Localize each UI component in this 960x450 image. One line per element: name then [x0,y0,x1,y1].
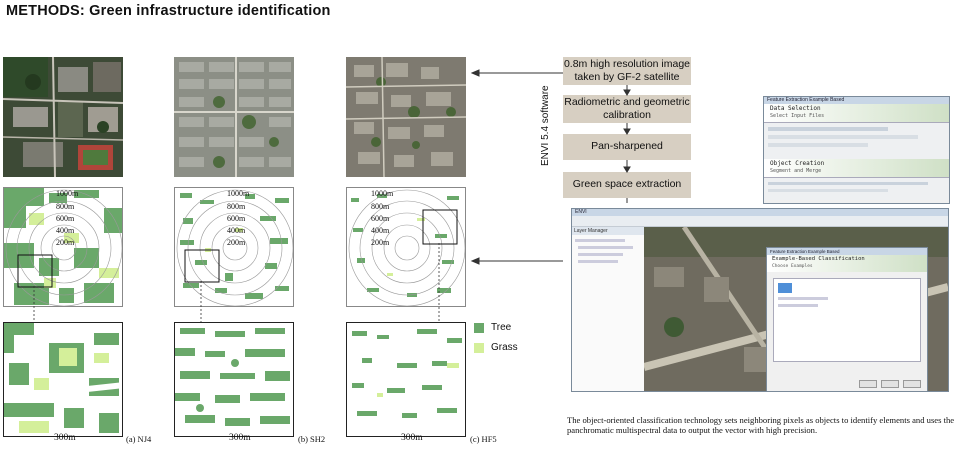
data-selection-title: Data Selection [770,105,821,112]
dialog-buttons [859,380,921,388]
zoom-view-hf5 [346,322,466,437]
data-selection-header: Data Selection Select Input Files [764,104,949,122]
city-caption-nj4: (a) NJ4 [126,434,152,444]
classification-title: Example-Based Classification [772,256,865,262]
classification-map-hf5: 1000m 800m 600m 400m 200m [346,187,466,307]
object-creation-header: Object Creation Segment and Merge [764,159,949,177]
classification-map-nj4: 1000m 800m 600m 400m 200m [3,187,123,307]
layer-manager-title: Layer Manager [572,227,644,235]
method-caption: The object-oriented classification techn… [567,415,955,435]
ring-label-1000m: 1000m [371,189,394,198]
legend-swatch-tree [474,323,484,333]
classification-dialog: Feature Extraction Example Based Example… [766,247,928,391]
ring-label-400m: 400m [371,226,390,235]
ring-label-1000m: 1000m [227,189,250,198]
ring-label-200m: 200m [227,238,246,247]
choose-examples-subtitle: Choose Examples [772,264,813,269]
classification-header: Example-Based Classification Choose Exam… [767,255,927,272]
feature-extraction-window: Feature Extraction Example Based Data Se… [763,96,950,204]
city-caption-sh2: (b) SH2 [298,434,326,444]
legend-label-grass: Grass [491,342,518,353]
scale-label-hf5: 300m [401,433,423,443]
select-input-subtitle: Select Input Files [770,113,825,119]
flow-arrows [623,85,631,203]
ring-label-200m: 200m [371,238,390,247]
zoom-view-nj4 [3,322,123,437]
layer-manager-panel: Layer Manager [572,227,645,391]
ring-label-800m: 800m [227,202,246,211]
back-button[interactable] [859,380,877,388]
scale-label-nj4: 300m [54,433,76,443]
legend-swatch-grass [474,343,484,353]
flow-step-green-extraction: Green space extraction [563,172,691,198]
flow-step-pan-sharpened: Pan-sharpened [563,134,691,160]
flow-step-image: 0.8m high resolution image taken by GF-2… [563,57,691,85]
cancel-button[interactable] [903,380,921,388]
object-creation-title: Object Creation [770,160,825,167]
examples-panel [773,278,921,362]
ring-label-600m: 600m [227,214,246,223]
ring-label-400m: 400m [227,226,246,235]
envi-toolbar [572,216,948,227]
ring-label-600m: 600m [56,214,75,223]
satellite-image-hf5 [346,57,466,177]
ring-label-200m: 200m [56,238,75,247]
ring-label-1000m: 1000m [56,189,79,198]
scale-label-sh2: 300m [229,433,251,443]
zoom-view-sh2 [174,322,294,437]
data-selection-panel [764,122,949,159]
segment-settings-panel [764,177,949,200]
envi-title: ENVI [572,209,948,216]
page-title: METHODS: Green infrastructure identifica… [6,3,331,19]
ring-label-400m: 400m [56,226,75,235]
flow-step-calibration: Radiometric and geometric calibration [563,95,691,123]
next-button[interactable] [881,380,899,388]
ring-label-600m: 600m [371,214,390,223]
satellite-image-sh2 [174,57,294,177]
city-caption-hf5: (c) HF5 [470,434,497,444]
segment-merge-subtitle: Segment and Merge [770,168,822,174]
legend-label-tree: Tree [491,322,512,333]
classification-map-sh2: 1000m 800m 600m 400m 200m [174,187,294,307]
envi-main-window: ENVI Layer Manager Feature Extraction Ex… [571,208,949,392]
software-label: ENVI 5.4 software [540,85,551,166]
ring-label-800m: 800m [56,202,75,211]
classification-dialog-title: Feature Extraction Example Based [767,248,927,255]
window-title: Feature Extraction Example Based [764,97,949,104]
ring-label-800m: 800m [371,202,390,211]
satellite-image-nj4 [3,57,123,177]
